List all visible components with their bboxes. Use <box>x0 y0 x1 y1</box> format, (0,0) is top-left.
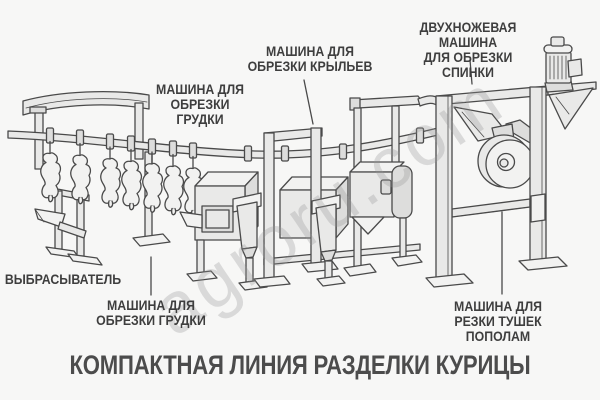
machine-2-chute <box>311 194 346 287</box>
shackle-clips <box>45 127 425 162</box>
diagram-title: КОМПАКТНАЯ ЛИНИЯ РАЗДЕЛКИ КУРИЦЫ <box>69 350 531 380</box>
leader-lines <box>150 59 503 296</box>
hanging-chicken <box>70 142 92 205</box>
conveyor-rail <box>7 127 439 159</box>
label-breast-trim-top: МАШИНА ДЛЯ ОБРЕЗКИ ГРУДКИ <box>156 81 244 128</box>
ejector-stand <box>34 186 103 266</box>
back-trim-disc-machine <box>425 81 597 288</box>
electric-motor <box>543 36 594 130</box>
wing-trim-machine <box>343 161 423 277</box>
label-halving: МАШИНА ДЛЯ РЕЗКИ ТУШЕК ПОПОЛАМ <box>454 298 542 345</box>
leader-line-wing-trim <box>303 79 314 125</box>
breast-trim-machine <box>179 171 268 291</box>
label-ejector: ВЫБРАСЫВАТЕЛЬ <box>4 271 122 287</box>
label-wing-trim: МАШИНА ДЛЯ ОБРЕЗКИ КРЫЛЬЕВ <box>247 43 373 75</box>
hanging-chicken <box>40 140 62 203</box>
hanging-chicken <box>100 146 122 208</box>
support-frame <box>253 127 339 288</box>
label-breast-trim-bottom: МАШИНА ДЛЯ ОБРЕЗКИ ГРУДКИ <box>96 297 206 329</box>
leader-line-back-trim <box>469 59 473 85</box>
hanging-chicken <box>163 153 185 216</box>
label-back-trim: ДВУХНОЖЕВАЯ МАШИНА ДЛЯ ОБРЕЗКИ СПИНКИ <box>419 19 517 81</box>
